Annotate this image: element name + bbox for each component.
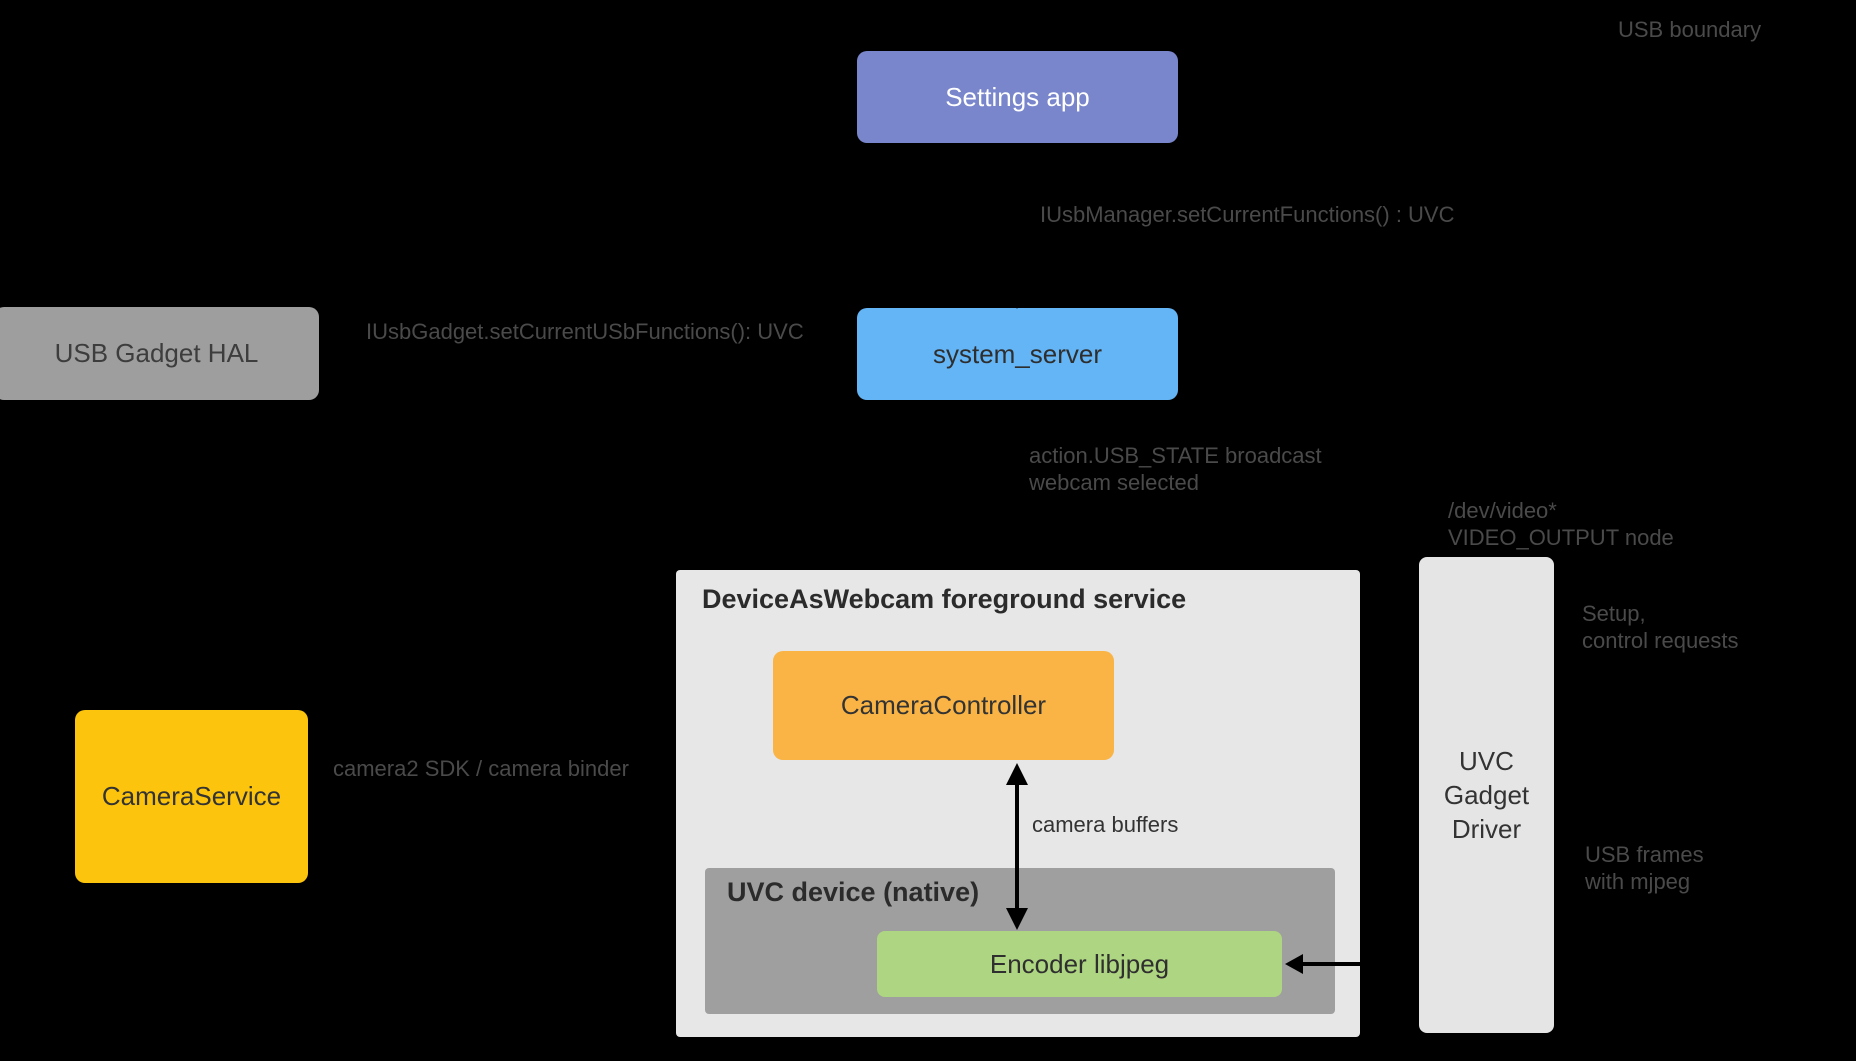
arrow-camera-service-link — [311, 787, 674, 805]
arrow-settings-to-system-server — [1008, 146, 1026, 309]
edge-label-usb-state: action.USB_STATE broadcast webcam select… — [1029, 442, 1322, 496]
edge-label-iusbmanager: IUsbManager.setCurrentFunctions() : UVC — [1040, 202, 1455, 227]
edge-label-usb-frames-line1: USB frames — [1585, 842, 1704, 867]
edge-label-setup-control: Setup, control requests — [1582, 600, 1739, 654]
edge-label-usb-state-line1: action.USB_STATE broadcast — [1029, 443, 1322, 468]
edge-label-iusbgadget: IUsbGadget.setCurrentUSbFunctions(): UVC — [366, 319, 804, 344]
edge-label-dev-video-line2: VIDEO_OUTPUT node — [1448, 525, 1674, 550]
edge-label-camera2-sdk: camera2 SDK / camera binder — [333, 756, 629, 781]
uvc-gadget-driver-line2: Gadget — [1443, 780, 1530, 810]
edge-label-camera-buffers: camera buffers — [1032, 812, 1179, 837]
edge-label-usb-frames: USB frames with mjpeg — [1585, 841, 1704, 895]
usb-boundary-label: USB boundary — [1618, 17, 1762, 42]
node-uvc-gadget-driver: UVC Gadget Driver — [1419, 557, 1554, 1033]
arrow-system-server-to-usb-gadget-hal — [322, 344, 855, 362]
node-settings-app: Settings app — [857, 51, 1178, 143]
edge-label-setup-line2: control requests — [1582, 628, 1739, 653]
arrow-system-server-to-service — [1008, 400, 1026, 570]
arrow-setup-control-link — [1363, 621, 1417, 639]
edge-label-dev-video: /dev/video* VIDEO_OUTPUT node — [1448, 497, 1674, 551]
node-encoder-libjpeg: Encoder libjpeg — [877, 931, 1282, 997]
node-system-server: system_server — [857, 308, 1178, 400]
edge-label-setup-line1: Setup, — [1582, 601, 1646, 626]
node-camera-service: CameraService — [75, 710, 308, 883]
edge-label-usb-frames-line2: with mjpeg — [1585, 869, 1691, 894]
edge-label-dev-video-line1: /dev/video* — [1448, 498, 1557, 523]
uvc-device-title: UVC device (native) — [727, 877, 980, 907]
uvc-gadget-driver-line1: UVC — [1459, 746, 1514, 776]
uvc-gadget-driver-line3: Driver — [1451, 814, 1522, 844]
node-camera-controller: CameraController — [773, 651, 1114, 760]
edge-label-usb-state-line2: webcam selected — [1029, 470, 1199, 495]
node-usb-gadget-hal: USB Gadget HAL — [0, 307, 319, 400]
device-as-webcam-title: DeviceAsWebcam foreground service — [702, 584, 1187, 614]
